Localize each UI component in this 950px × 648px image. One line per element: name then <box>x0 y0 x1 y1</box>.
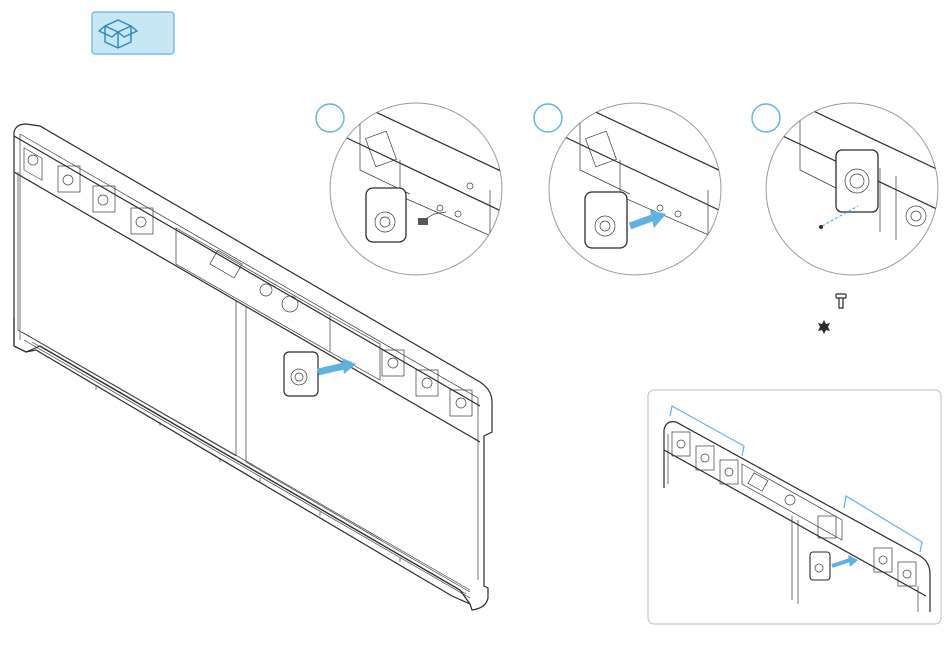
step-3-detail <box>752 100 950 275</box>
step-2-marker <box>534 104 562 132</box>
step-3-marker <box>752 104 780 132</box>
module-insert-main <box>284 352 356 396</box>
package-badge <box>92 12 174 54</box>
inset-overview-panel <box>648 390 941 624</box>
torx-bit-icon <box>818 320 830 334</box>
step-1-marker <box>316 104 344 132</box>
screw-icon <box>836 294 846 308</box>
step-1-detail <box>316 100 520 275</box>
step-2-detail <box>534 100 740 275</box>
